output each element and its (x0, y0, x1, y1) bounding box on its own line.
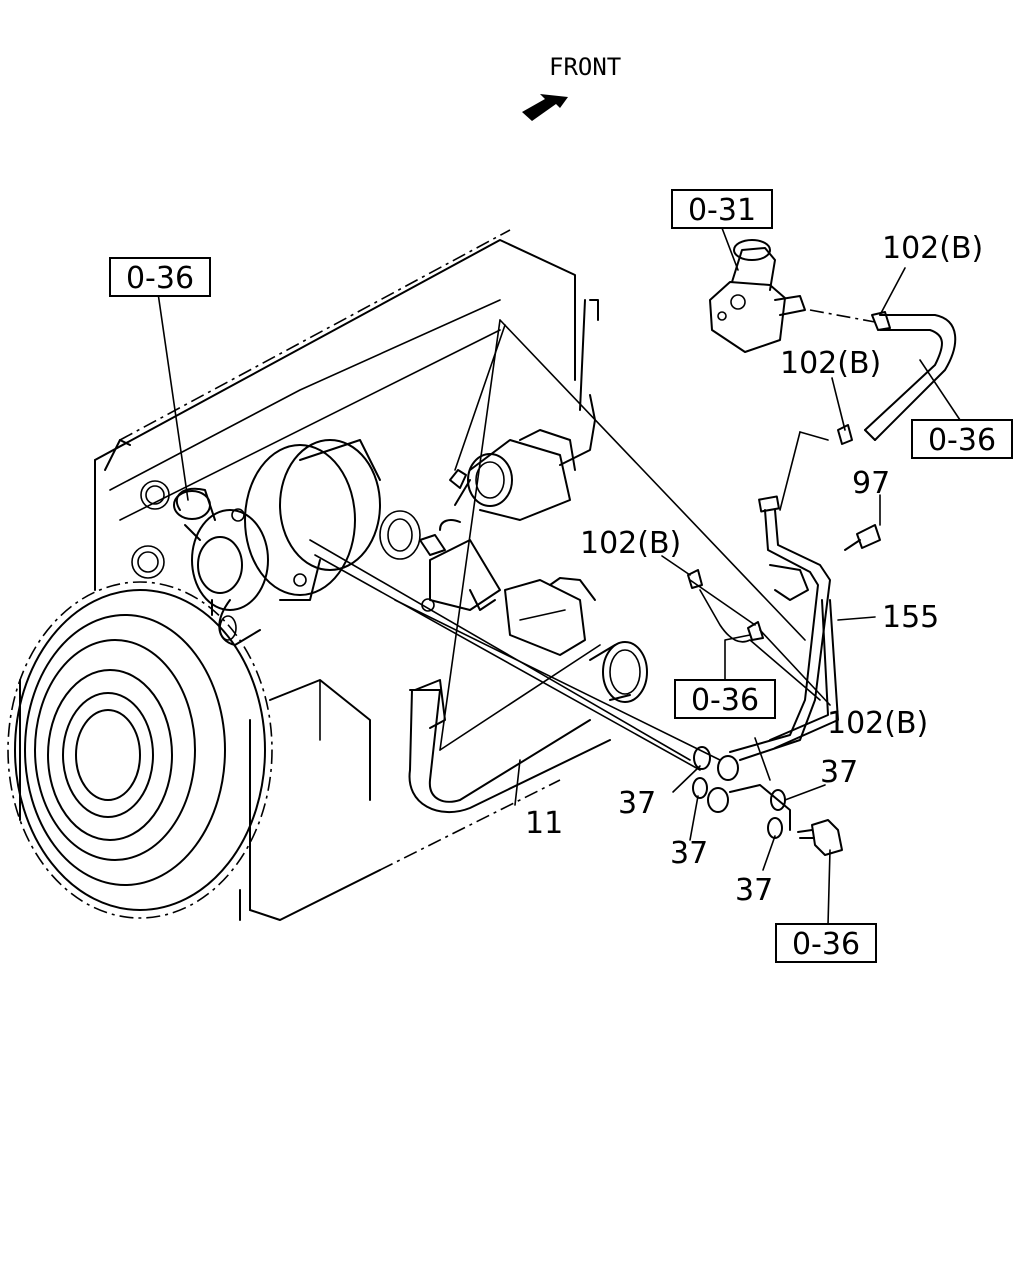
part-label-37-right: 37 (820, 755, 858, 790)
label-leaders (157, 227, 961, 926)
water-fittings (419, 299, 599, 656)
part-label-155: 155 (882, 600, 939, 635)
part-label-102b-low: 102(B) (827, 706, 928, 741)
part-label-37-bottom: 37 (735, 873, 773, 908)
ref-box-0-36-middle: 0-36 (674, 679, 776, 719)
part-label-102b-top: 102(B) (882, 231, 983, 266)
part-label-37-left: 37 (618, 786, 656, 821)
ref-label: 0-36 (691, 683, 759, 718)
part-label-102b-left: 102(B) (580, 526, 681, 561)
ref-box-0-36-bottom: 0-36 (775, 923, 877, 963)
compressor-assembly (173, 439, 381, 646)
part-label-97: 97 (852, 466, 890, 501)
upper-hose (809, 309, 957, 441)
leader-lines (309, 319, 831, 771)
ref-box-0-31: 0-31 (671, 189, 773, 229)
ref-label: 0-36 (792, 927, 860, 962)
front-arrow-icon (522, 94, 568, 121)
ref-box-0-36-left: 0-36 (109, 257, 211, 297)
part-label-102b-mid: 102(B) (780, 346, 881, 381)
crankshaft-pulley (7, 581, 273, 919)
ref-label: 0-36 (126, 261, 194, 296)
engine-block (94, 229, 576, 921)
washers (692, 746, 791, 839)
thermostat-housing (709, 239, 806, 353)
pipe-155 (729, 495, 839, 781)
ref-box-0-36-right: 0-36 (911, 419, 1013, 459)
ref-label: 0-31 (688, 193, 756, 228)
ref-label: 0-36 (928, 423, 996, 458)
clamps (449, 424, 881, 856)
front-label: FRONT (549, 53, 621, 81)
part-label-37-lower: 37 (670, 836, 708, 871)
pipe-11 (408, 641, 648, 813)
part-label-11: 11 (525, 806, 563, 841)
